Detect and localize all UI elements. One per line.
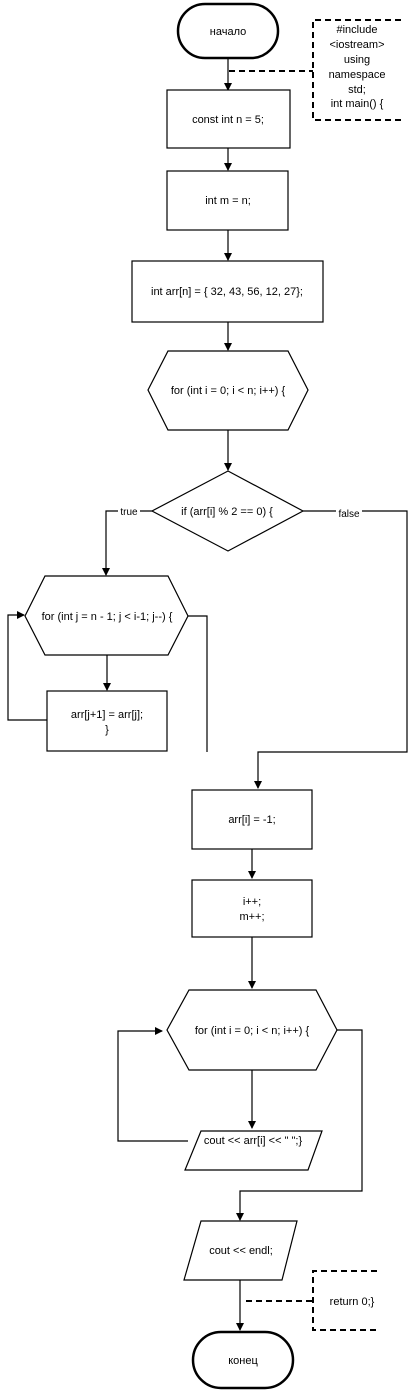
loop-for-i-2 [166,989,338,1071]
edge-label-true-bg [118,505,140,517]
comment-bottom-bracket [312,1270,377,1331]
comment-top-line-3: using [344,54,370,66]
comment-top-line-1: #include [337,24,378,36]
process-const-n [166,89,291,149]
process-const-n-label: const int n = 5; [192,114,264,126]
comment-top-line-2: <iostream> [329,39,384,51]
loop-for-j [24,575,189,656]
process-shift-line-1: arr[j+1] = arr[j]; [71,709,143,721]
edge-forj-exit [188,615,208,752]
comment-top-line-5: std; [348,84,366,96]
start-terminator [176,2,280,60]
comment-links [229,19,401,1331]
decision-if-even-label: if (arr[i] % 2 == 0) { [181,506,273,518]
process-assign-neg-label: arr[i] = -1; [228,814,275,826]
edge-if-false [254,510,408,789]
comment-top-bracket [312,19,401,121]
io-cout-endl [183,1220,298,1281]
edge-label-false: false [338,509,360,520]
process-increments [191,879,313,938]
io-cout-arr-label: cout << arr[i] << " ";} [204,1135,303,1147]
end-label: конец [228,1355,258,1367]
process-arr-decl-label: int arr[n] = { 32, 43, 56, 12, 27}; [151,286,303,298]
start-label: начало [210,26,246,38]
comment-top-line-6: int main() { [331,98,384,110]
edge-shift-loopback [7,611,47,721]
loop-for-j-label: for (int j = n - 1; j < i-1; j--) { [42,611,173,623]
process-assign-neg [191,789,313,850]
process-int-m-label: int m = n; [205,195,251,207]
end-terminator [191,1330,295,1390]
process-increments-line-1: i++; [243,896,261,908]
process-shift-line-2: } [105,724,109,736]
edge-if-true [102,510,152,576]
decision-if-even [150,470,305,552]
edge-fori2-exit [236,1029,363,1221]
comment-bottom-text: return 0;} [330,1296,375,1308]
process-shift [46,690,168,752]
loop-for-i-1 [147,350,309,431]
process-arr-decl [131,260,324,323]
edge-cout-loopback [117,1027,188,1142]
process-int-m [166,170,289,231]
process-increments-line-2: m++; [239,911,264,923]
comment-top-line-4: namespace [329,69,386,81]
io-cout-endl-label: cout << endl; [209,1245,273,1257]
io-cout-arr [184,1130,323,1171]
loop-for-i-1-label: for (int i = 0; i < n; i++) { [171,385,286,397]
edge-label-true: true [120,507,138,518]
loop-for-i-2-label: for (int i = 0; i < n; i++) { [195,1025,310,1037]
edge-label-false-bg [336,506,362,518]
